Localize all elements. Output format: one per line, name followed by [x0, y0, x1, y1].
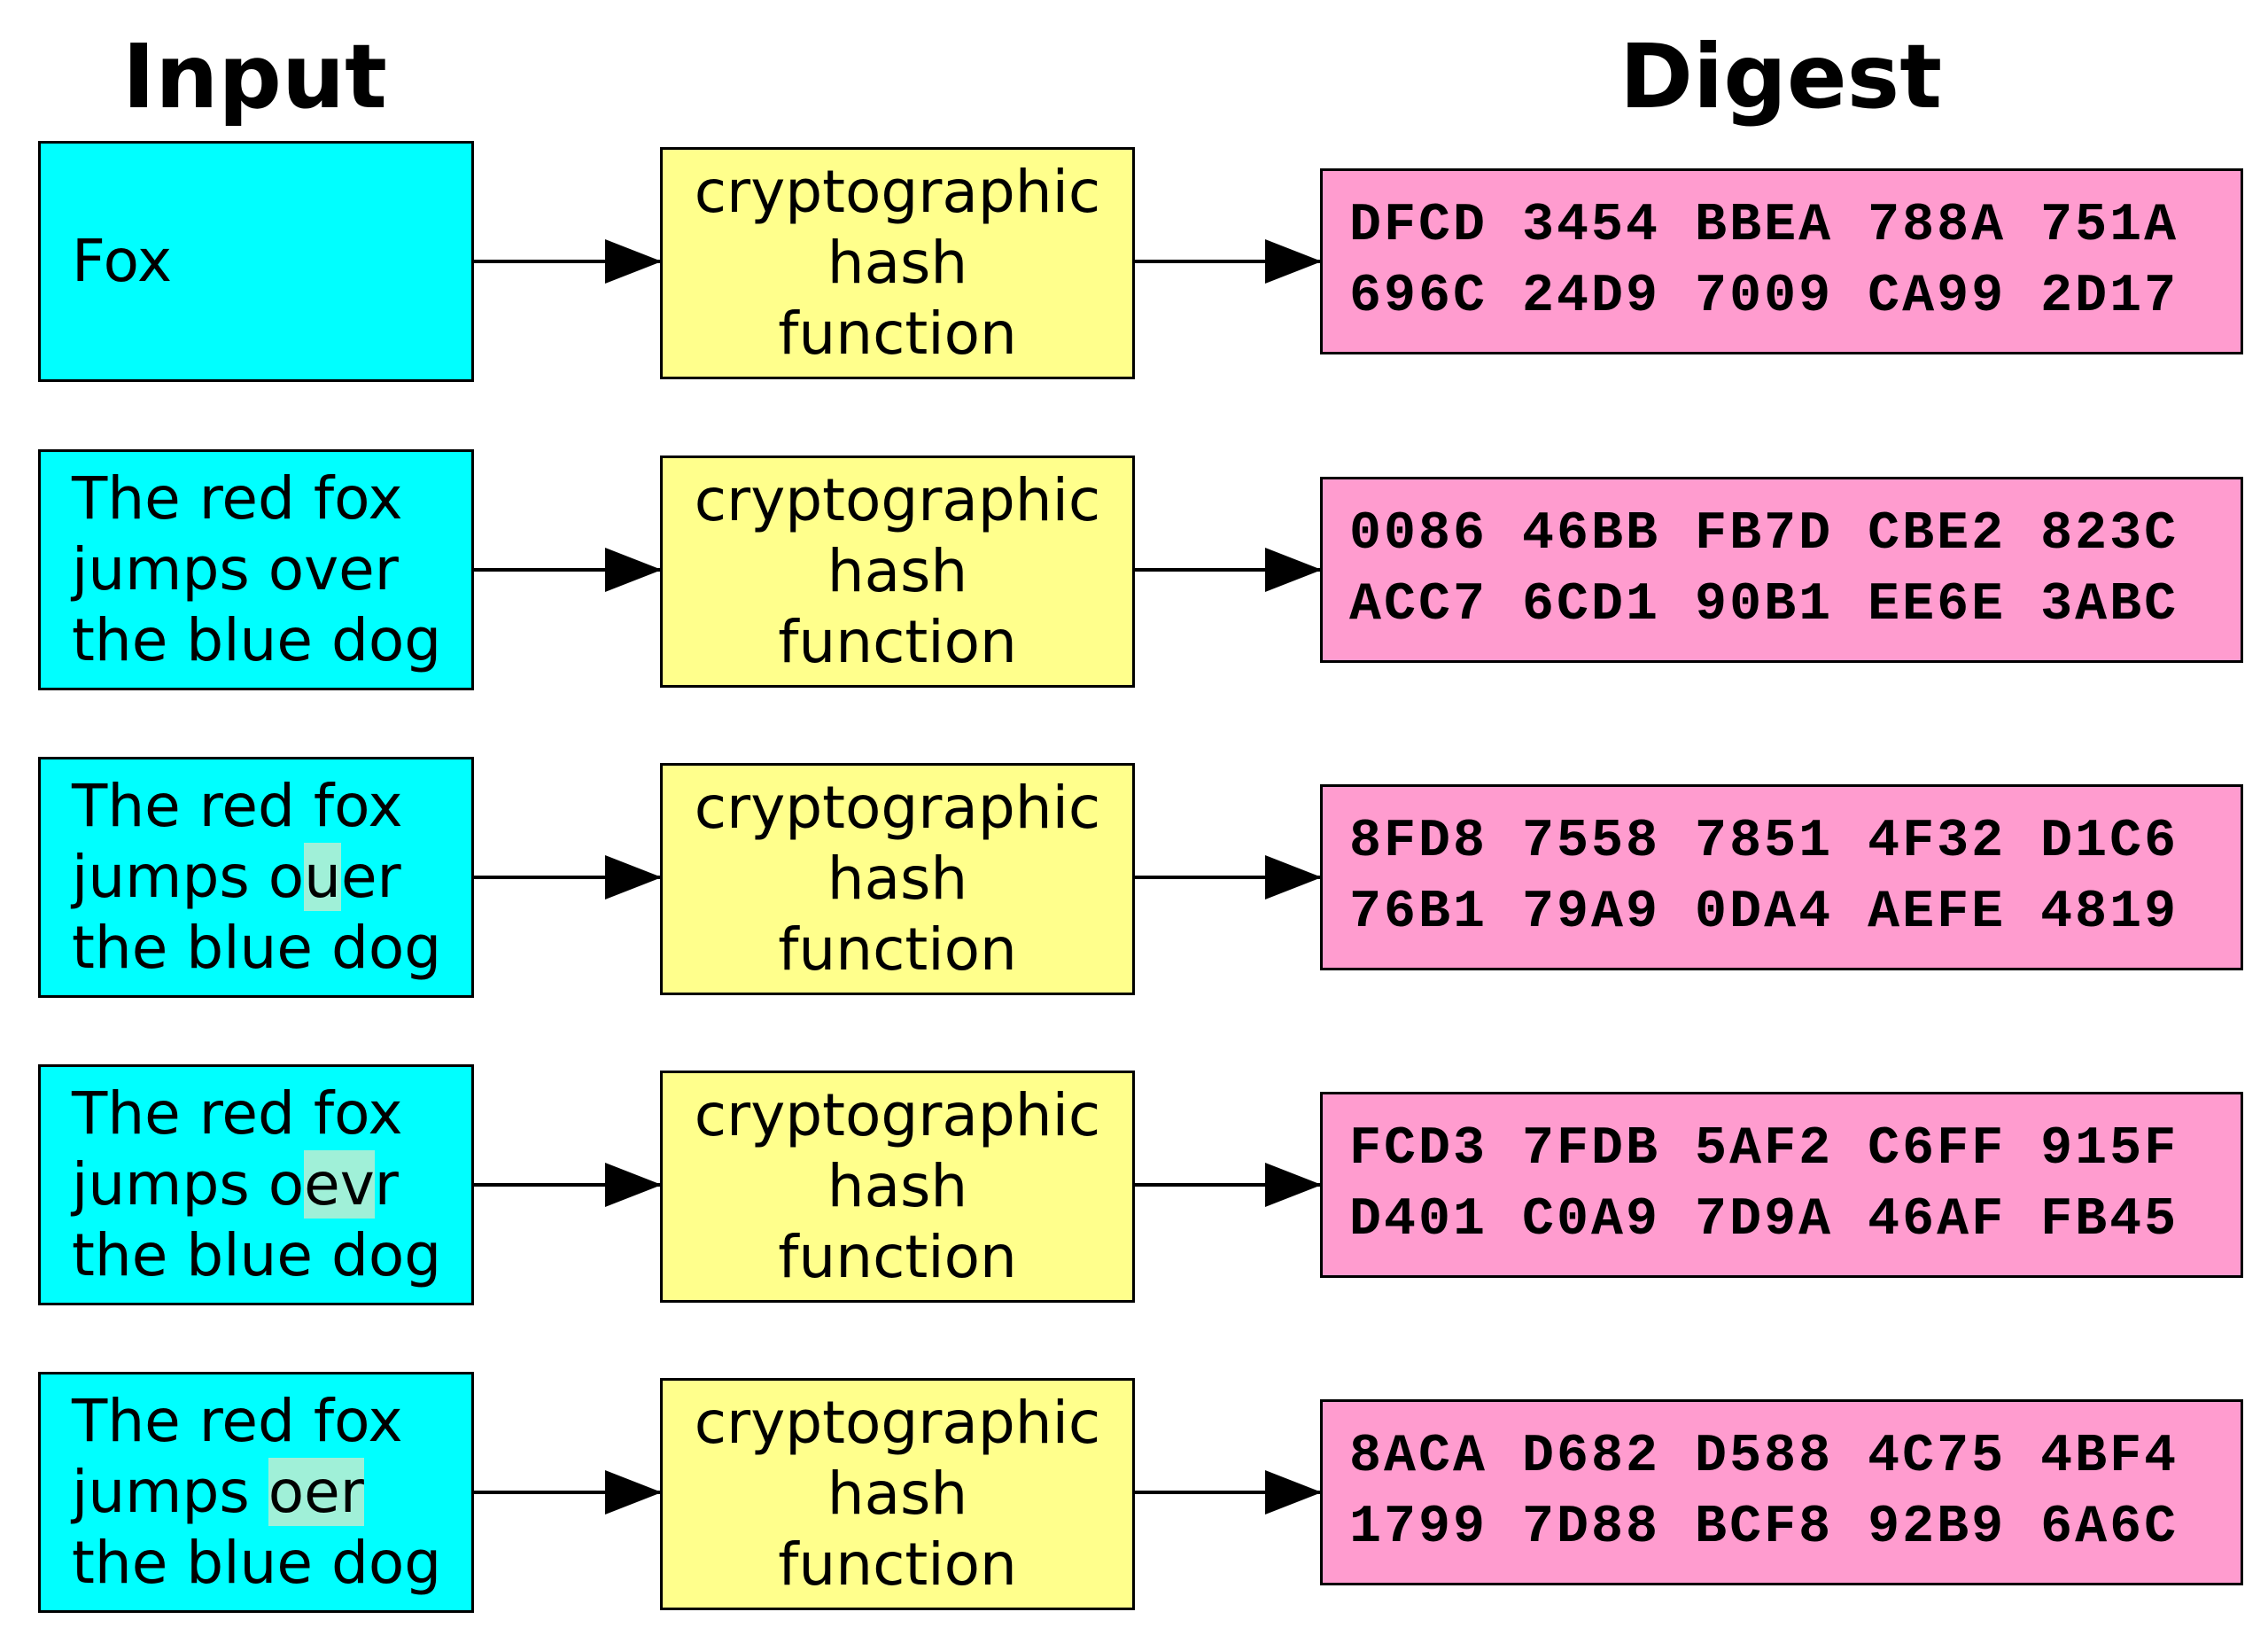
input-text-segment: jumps [72, 1458, 268, 1526]
hash-function-label: cryptographic [694, 774, 1101, 842]
input-text-segment: the blue dog [72, 914, 442, 982]
digest-line: FCD3 7FDB 5AF2 C6FF 915F [1349, 1119, 2179, 1180]
input-line: jumps oevr [72, 1149, 441, 1220]
digest-header: Digest [1619, 25, 1942, 128]
input-text-segment: the blue dog [72, 606, 442, 674]
input-text-segment: The red fox [72, 1079, 403, 1148]
digest-line: 76B1 79A9 0DA4 AEFE 4819 [1349, 883, 2179, 943]
input-text-segment: the blue dog [72, 1221, 442, 1289]
input-text-segment: jumps over [72, 535, 399, 603]
hash-function-label: hash [827, 1460, 968, 1528]
hash-function-label: function [778, 915, 1017, 984]
hash-function-label: hash [827, 537, 968, 605]
input-line: jumps ouer [72, 842, 441, 913]
hash-function-label: cryptographic [694, 158, 1101, 226]
input-line: The red fox [72, 463, 441, 534]
digest-line: ACC7 6CD1 90B1 EE6E 3ABC [1349, 575, 2179, 635]
input-line: jumps oer [72, 1457, 441, 1528]
digest-box: DFCD 3454 BBEA 788A 751A 696C 24D9 7009 C… [1320, 168, 2243, 354]
input-text: Fox [72, 226, 172, 297]
digest-line: D401 C0A9 7D9A 46AF FB45 [1349, 1190, 2179, 1250]
input-line: jumps over [72, 534, 441, 605]
input-line: the blue dog [72, 913, 441, 984]
digest-line: DFCD 3454 BBEA 788A 751A [1349, 196, 2179, 256]
hash-function-label: cryptographic [694, 1389, 1101, 1457]
input-text-segment: The red fox [72, 464, 403, 533]
input-text-segment: jumps o [72, 1150, 305, 1219]
changed-letters: oer [268, 1458, 364, 1526]
digest-line: 8FD8 7558 7851 4F32 D1C6 [1349, 812, 2179, 872]
input-line: The red fox [72, 1386, 441, 1457]
input-line: the blue dog [72, 1220, 441, 1291]
input-line: the blue dog [72, 1528, 441, 1599]
hash-function-label: cryptographic [694, 1081, 1101, 1149]
input-text-segment: r [374, 1150, 399, 1219]
input-header: Input [122, 25, 387, 128]
digest-line: 0086 46BB FB7D CBE2 823C [1349, 504, 2179, 565]
input-line: Fox [72, 226, 172, 297]
input-box: Fox [38, 141, 474, 382]
input-text-segment: jumps o [72, 843, 305, 911]
input-text-segment: Fox [72, 227, 173, 295]
hash-function-label: hash [827, 229, 968, 297]
hash-function-label: hash [827, 845, 968, 913]
digest-box: 8FD8 7558 7851 4F32 D1C6 76B1 79A9 0DA4 A… [1320, 784, 2243, 970]
hash-function-label: function [778, 1530, 1017, 1599]
hash-function-label: function [778, 1223, 1017, 1291]
digest-box: 0086 46BB FB7D CBE2 823C ACC7 6CD1 90B1 E… [1320, 477, 2243, 663]
hash-function-label: function [778, 608, 1017, 676]
digest-line: 8ACA D682 D588 4C75 4BF4 [1349, 1427, 2179, 1487]
input-line: The red fox [72, 771, 441, 842]
input-text-segment: The red fox [72, 772, 403, 840]
digest-box: FCD3 7FDB 5AF2 C6FF 915F D401 C0A9 7D9A 4… [1320, 1092, 2243, 1278]
digest-line: 696C 24D9 7009 CA99 2D17 [1349, 267, 2179, 327]
changed-letters: ev [304, 1150, 375, 1219]
hash-function-label: function [778, 300, 1017, 368]
changed-letters: u [304, 843, 341, 911]
input-text-segment: the blue dog [72, 1529, 442, 1597]
digest-box: 8ACA D682 D588 4C75 4BF4 1799 7D88 BCF8 9… [1320, 1399, 2243, 1585]
input-line: The red fox [72, 1078, 441, 1149]
input-line: the blue dog [72, 605, 441, 676]
hash-function-label: cryptographic [694, 466, 1101, 534]
input-text-segment: er [340, 843, 401, 911]
input-text-segment: The red fox [72, 1387, 403, 1455]
hash-function-label: hash [827, 1152, 968, 1220]
digest-line: 1799 7D88 BCF8 92B9 6A6C [1349, 1498, 2179, 1558]
